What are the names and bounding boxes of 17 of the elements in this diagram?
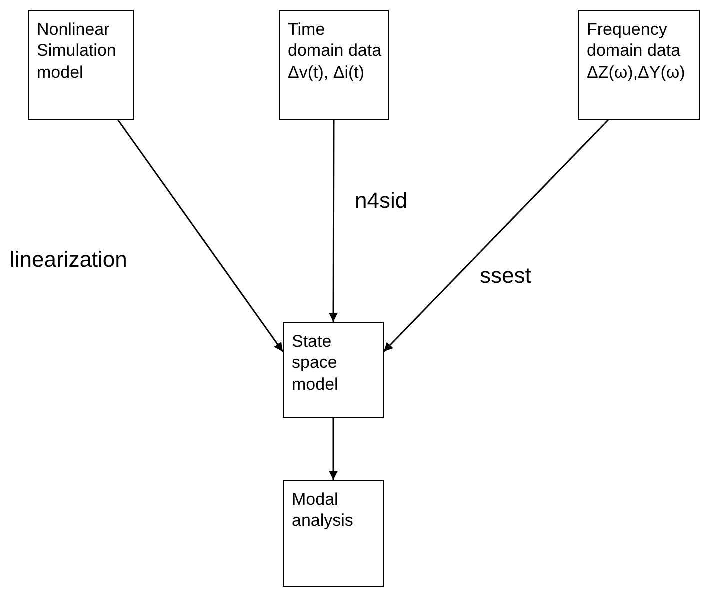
box-label: Frequency domain data ΔZ(ω),ΔY(ω) [587,19,686,83]
arrow [329,418,338,480]
process-box [279,10,389,120]
process-box [28,10,134,120]
process-box [578,10,700,120]
edge-label: n4sid [355,187,409,215]
box-label: State space model [292,331,340,395]
edge-label: linearization [10,246,128,274]
arrow [383,119,610,352]
box-label: Time domain data Δv(t), Δi(t) [288,19,383,83]
box-label: Nonlinear Simulation model [37,19,118,83]
arrow [117,120,284,352]
edge-label: ssest [480,262,532,290]
box-label: Modal analysis [292,489,354,532]
process-box [283,480,384,587]
arrow [329,120,338,322]
process-box [283,322,384,418]
